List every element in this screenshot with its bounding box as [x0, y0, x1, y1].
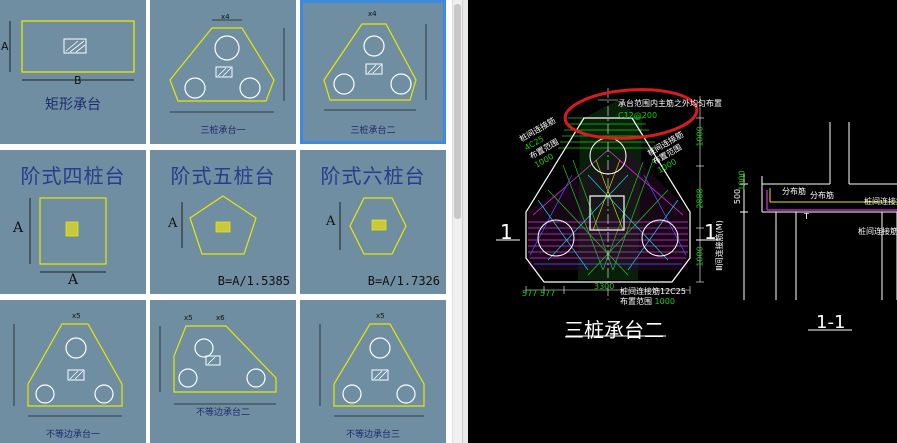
tile-caption: 不等边承台二	[195, 408, 250, 418]
section-mark-left: 1	[500, 220, 513, 244]
section-label-dist-1: 分布筋	[782, 187, 806, 196]
section-label-dist-2: 分布筋	[810, 191, 834, 200]
plan-title: 三桩承台二	[564, 318, 664, 342]
tile-rect-cap[interactable]: A B 矩形承台	[0, 0, 146, 144]
tile-caption: 三桩承台二	[350, 126, 396, 136]
pile-bar-3-range: 布置范围	[620, 297, 652, 306]
dim-label-a: A	[13, 220, 24, 236]
component-palette: A B 矩形承台 x4 三桩承台一	[0, 0, 462, 443]
dim-label-a: A	[1, 40, 9, 53]
tile-caption: 三桩承台一	[200, 126, 246, 136]
dim-label-b: A	[68, 272, 79, 288]
dim-label: x6	[216, 314, 225, 322]
cap-outline	[525, 117, 691, 283]
pile-bar-3-name: 桩间连接筋12C25	[620, 287, 686, 296]
pile-bar-label-3: 桩间连接筋12C25 布置范围 1000	[620, 287, 686, 307]
tile-tri-cap-2[interactable]: x4 三桩承台二	[300, 0, 446, 144]
section-tag-t: T	[804, 212, 809, 221]
tile-title: 阶式六桩台	[320, 164, 426, 188]
tile-step-4-pile[interactable]: 阶式四桩台 A A	[0, 150, 146, 294]
dim-label: x4	[368, 10, 377, 18]
dim-bottom-total: 3300	[594, 282, 615, 291]
dim-label-a: A	[168, 216, 178, 231]
cad-drawing-view[interactable]: 1 1 承台范围内主筋之外均匀布置 C12@200 桩间连接筋 4C25 布置范…	[468, 0, 897, 443]
spread-note: 承台范围内主筋之外均匀布置	[618, 99, 722, 108]
spread-bar-label: C12@200	[618, 111, 658, 120]
panel-splitter[interactable]	[462, 0, 468, 443]
dim-right-mid: 2888	[695, 188, 705, 209]
dim-label: x5	[72, 312, 81, 320]
tile-caption: 不等边承台三	[345, 430, 400, 440]
cad-canvas	[496, 88, 897, 337]
tile-unequal-cap-3[interactable]: x5 不等边承台三	[300, 300, 446, 443]
section-label-connect-2: 桩间连接筋	[858, 227, 897, 236]
pile-right	[641, 219, 679, 257]
dim-label: x4	[221, 13, 230, 21]
pile-left	[537, 219, 575, 257]
section-depth-500: 500	[733, 188, 743, 205]
section-label-connect-1: 桩间连接筋	[864, 197, 897, 206]
dim-label: x5	[184, 314, 193, 322]
tile-tri-cap-1[interactable]: x4 三桩承台一	[150, 0, 296, 144]
tile-unequal-cap-2[interactable]: x5 x6 不等边承台二	[150, 300, 296, 443]
tile-title: 阶式四桩台	[20, 164, 126, 188]
tile-caption: 不等边承台一	[45, 430, 100, 440]
formula-label: B=A/1.7326	[367, 274, 440, 288]
tile-step-6-pile[interactable]: 阶式六桩台 A B=A/1.7326	[300, 150, 446, 294]
tile-unequal-cap-1[interactable]: x5 不等边承台一	[0, 300, 146, 443]
tile-step-5-pile[interactable]: 阶式五桩台 A B=A/1.5385	[150, 150, 296, 294]
dim-right-top: 1000	[695, 126, 705, 147]
section-mark-right: 1	[704, 220, 717, 244]
palette-scrollbar[interactable]	[452, 0, 462, 443]
dim-right-bot: 1000	[695, 246, 705, 267]
section-title: 1-1	[816, 312, 846, 333]
highlight-annotation	[563, 88, 699, 140]
section-side-text: Ⅲ间连接筋(M)	[714, 220, 724, 271]
scrollbar-thumb[interactable]	[454, 4, 461, 219]
tile-caption: 矩形承台	[45, 97, 101, 113]
dim-bottom-2: 577	[540, 289, 556, 298]
dim-label-a: A	[326, 214, 336, 229]
dim-label-b: B	[74, 74, 82, 87]
section-depth-1000: 1000	[737, 170, 747, 191]
pile-bar-3-value: 1000	[654, 297, 675, 306]
dim-label: x5	[376, 312, 385, 320]
dim-bottom-1: 577	[522, 289, 538, 298]
tile-title: 阶式五桩台	[170, 164, 276, 188]
column-outline	[589, 195, 625, 231]
section-view	[740, 122, 897, 300]
formula-label: B=A/1.5385	[217, 274, 290, 288]
